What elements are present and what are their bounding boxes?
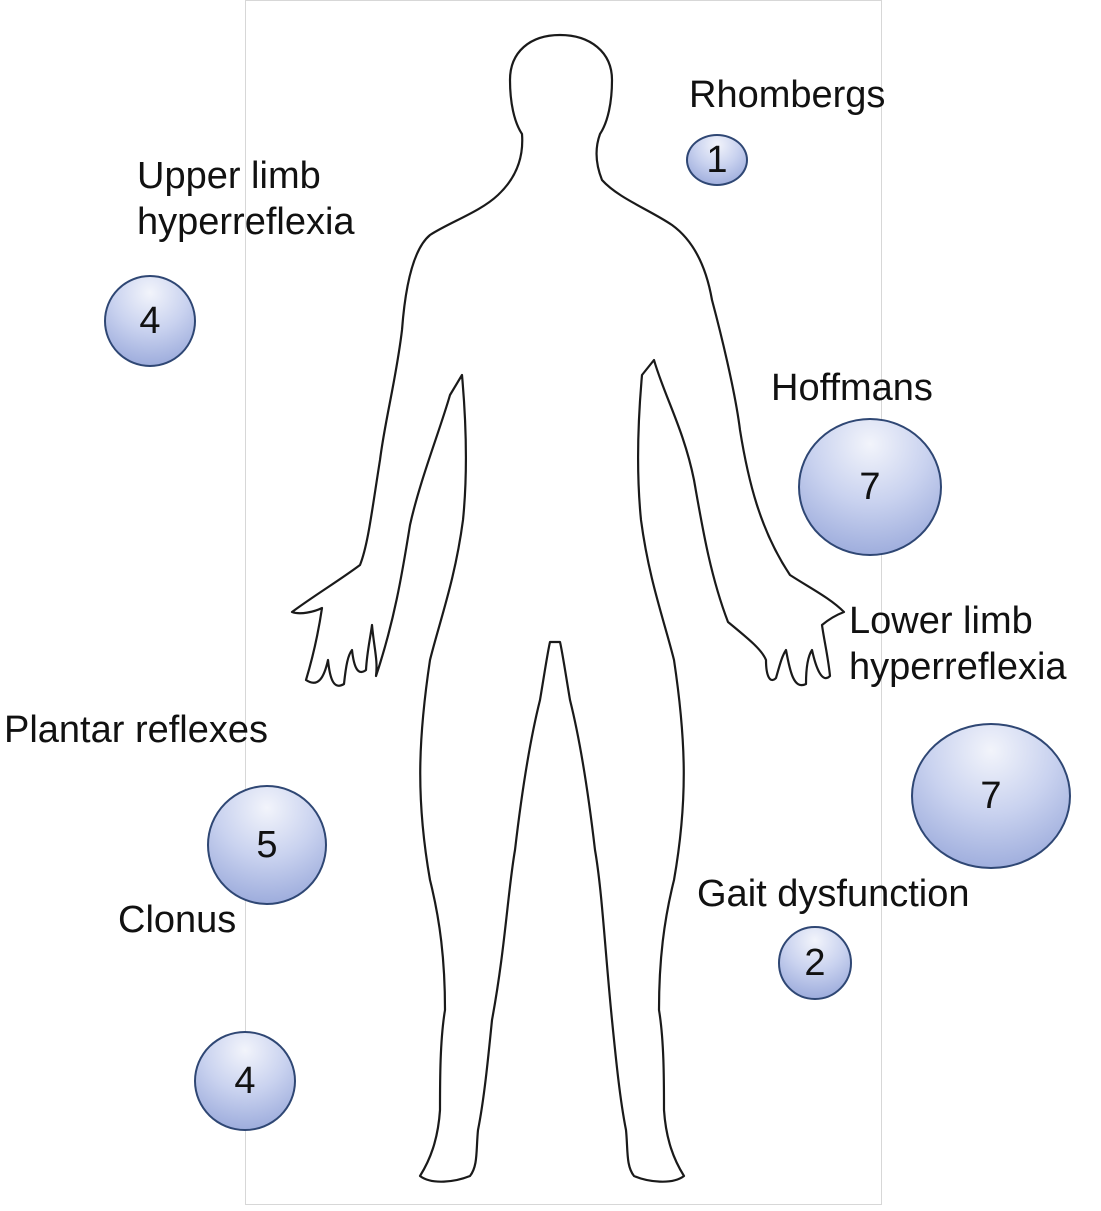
count-bubble-upper-limb-hyperreflexia: 4 xyxy=(104,275,196,367)
count-gait-dysfunction: 2 xyxy=(804,942,825,985)
count-bubble-lower-limb-hyperreflexia: 7 xyxy=(911,723,1071,869)
label-rhombergs: Rhombergs xyxy=(689,72,885,118)
count-lower-limb-hyperreflexia: 7 xyxy=(980,775,1001,818)
count-rhombergs: 1 xyxy=(706,139,727,182)
count-bubble-plantar-reflexes: 5 xyxy=(207,785,327,905)
count-plantar-reflexes: 5 xyxy=(256,824,277,867)
count-hoffmans: 7 xyxy=(859,466,880,509)
count-bubble-rhombergs: 1 xyxy=(686,134,748,186)
count-bubble-clonus: 4 xyxy=(194,1031,296,1131)
count-upper-limb-hyperreflexia: 4 xyxy=(139,300,160,343)
label-clonus: Clonus xyxy=(118,897,236,943)
label-plantar-reflexes: Plantar reflexes xyxy=(4,707,268,753)
label-hoffmans: Hoffmans xyxy=(771,365,933,411)
count-bubble-hoffmans: 7 xyxy=(798,418,942,556)
label-gait-dysfunction: Gait dysfunction xyxy=(697,871,969,917)
label-lower-limb-hyperreflexia: Lower limb hyperreflexia xyxy=(849,598,1067,690)
label-upper-limb-hyperreflexia: Upper limb hyperreflexia xyxy=(137,153,355,245)
count-bubble-gait-dysfunction: 2 xyxy=(778,926,852,1000)
count-clonus: 4 xyxy=(234,1060,255,1103)
